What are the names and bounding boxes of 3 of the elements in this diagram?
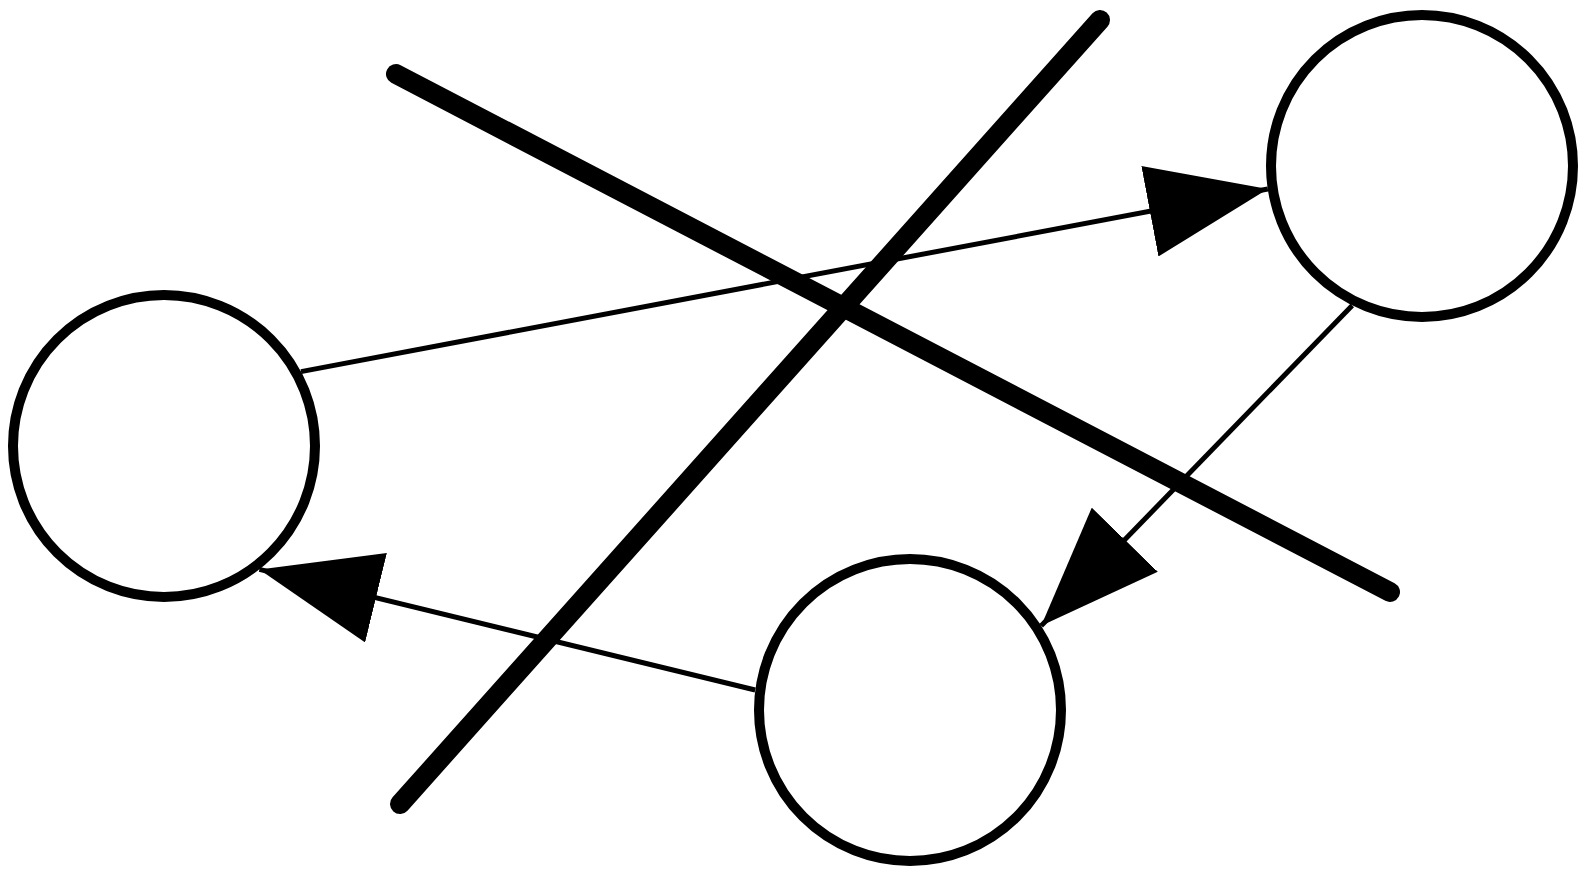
arrow — [258, 553, 756, 693]
arrow — [1039, 303, 1354, 628]
arrow — [300, 166, 1269, 375]
